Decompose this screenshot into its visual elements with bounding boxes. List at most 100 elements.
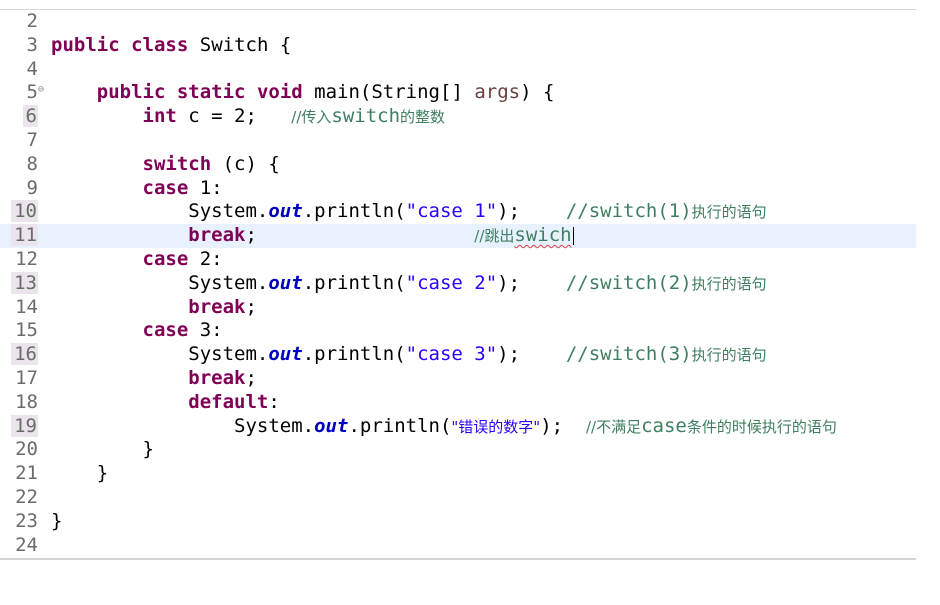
parameter: args <box>474 81 521 104</box>
code-text[interactable]: System.out.println("错误的数字"); //不满足case条件… <box>51 415 837 440</box>
code-lines[interactable]: 2 3 public class Switch { 4 5 ⊖ public s… <box>0 10 916 557</box>
code-text[interactable]: break; <box>51 367 257 391</box>
code-line-18[interactable]: 18 default: <box>0 391 916 415</box>
keyword: case <box>142 176 189 199</box>
code-line-3[interactable]: 3 public class Switch { <box>0 34 916 58</box>
text-caret <box>572 226 574 245</box>
code-punct: 3: <box>199 319 223 342</box>
comment: //switch(3) <box>565 343 692 366</box>
keyword: break <box>188 366 246 389</box>
keyword: public <box>51 33 120 56</box>
keyword: break <box>188 295 246 318</box>
fold-collapse-icon[interactable]: ⊖ <box>38 84 45 96</box>
code-text[interactable]: case 3: <box>51 319 223 343</box>
code-text[interactable]: System.out.println("case 3"); //switch(3… <box>51 343 766 368</box>
code-line-10[interactable]: 10 System.out.println("case 1"); //switc… <box>0 200 916 224</box>
comment: switch <box>331 105 401 128</box>
code-line-24[interactable]: 24 <box>0 534 916 558</box>
line-number: 4 <box>26 57 38 80</box>
brace: } <box>51 509 63 532</box>
code-line-15[interactable]: 15 case 3: <box>0 319 916 343</box>
code-line-8[interactable]: 8 switch (c) { <box>0 153 916 177</box>
method-call: .println( <box>302 200 406 223</box>
code-line-22[interactable]: 22 <box>0 486 916 510</box>
editor-top-border <box>0 9 916 10</box>
line-number-marked: 10 <box>11 200 38 223</box>
code-line-19[interactable]: 19 System.out.println("错误的数字"); //不满足cas… <box>0 414 916 440</box>
code-text[interactable]: System.out.println("case 2"); //switch(2… <box>51 271 766 297</box>
code-text[interactable]: } <box>51 462 108 486</box>
code-line-7[interactable]: 7 <box>0 129 916 153</box>
line-number: 2 <box>26 10 38 32</box>
code-line-16[interactable]: 16 System.out.println("case 3"); //switc… <box>0 343 916 367</box>
comment: //switch(1) <box>565 200 692 223</box>
code-editor[interactable]: 2 3 public class Switch { 4 5 ⊖ public s… <box>0 0 940 565</box>
code-punct: ); <box>497 271 521 294</box>
line-number: 11 <box>0 224 38 248</box>
code-line-4[interactable]: 4 <box>0 58 916 82</box>
code-line-9[interactable]: 9 case 1: <box>0 177 916 201</box>
code-line-20[interactable]: 20 } <box>0 438 916 462</box>
code-text[interactable]: public class Switch { <box>51 34 291 58</box>
line-number: 24 <box>15 533 38 556</box>
code-punct: ; <box>245 224 257 247</box>
declaration: c = 2; <box>188 105 257 128</box>
comment: //不满足 <box>585 417 642 436</box>
code-text[interactable]: case 1: <box>51 177 223 201</box>
code-punct: ); <box>540 414 564 437</box>
string-literal: "case 3" <box>405 343 498 366</box>
brace: { <box>279 33 292 56</box>
static-field: out <box>268 200 303 223</box>
line-number: 3 <box>26 33 38 56</box>
line-number: 8 <box>26 152 38 175</box>
comment: 执行的语句 <box>691 203 767 222</box>
brace: } <box>96 462 109 485</box>
line-number: 10 <box>0 200 38 224</box>
code-text[interactable]: public static void main(String[] args) { <box>51 81 555 105</box>
code-line-2[interactable]: 2 <box>0 10 916 34</box>
code-text[interactable]: break; <box>51 296 257 320</box>
code-line-14[interactable]: 14 break; <box>0 296 916 320</box>
code-text[interactable]: default: <box>51 391 280 415</box>
line-number-marked: 11 <box>11 224 38 247</box>
code-line-12[interactable]: 12 case 2: <box>0 248 916 272</box>
code-punct: ; <box>245 366 257 389</box>
code-line-11-current[interactable]: 11 break; //跳出swich <box>0 224 916 248</box>
line-number: 5 <box>26 81 38 104</box>
static-field: out <box>268 343 303 366</box>
string-literal: "错误的数字" <box>451 417 541 436</box>
code-punct: ) { <box>520 81 555 104</box>
code-text[interactable]: int c = 2; //传入switch的整数 <box>51 105 446 130</box>
code-line-23[interactable]: 23 } <box>0 510 916 534</box>
line-number: 9 <box>26 176 38 199</box>
code-line-21[interactable]: 21 } <box>0 462 916 486</box>
brace: } <box>142 438 154 461</box>
line-number-marked: 6 <box>22 105 38 128</box>
code-punct: : <box>268 390 280 413</box>
line-number: 12 <box>15 247 38 270</box>
code-text[interactable]: break; //跳出swich <box>51 224 574 249</box>
code-line-6[interactable]: 6 int c = 2; //传入switch的整数 <box>0 105 916 129</box>
code-text[interactable]: case 2: <box>51 248 223 272</box>
code-punct: ); <box>497 200 521 223</box>
line-number: 7 <box>26 128 38 151</box>
code-text[interactable]: } <box>51 510 62 534</box>
line-number: 22 <box>15 485 38 508</box>
line-number-marked: 19 <box>11 414 38 437</box>
code-text[interactable]: switch (c) { <box>51 153 280 177</box>
class-ref: System. <box>188 200 269 223</box>
comment: //switch(2) <box>565 271 692 294</box>
editor-bottom-border <box>0 558 916 560</box>
comment: 条件的时候执行的语句 <box>686 417 837 436</box>
code-line-5[interactable]: 5 ⊖ public static void main(String[] arg… <box>0 81 916 105</box>
code-line-17[interactable]: 17 break; <box>0 367 916 391</box>
code-punct: 2: <box>199 247 223 270</box>
class-ref: System. <box>188 271 269 294</box>
code-text[interactable]: System.out.println("case 1"); //switch(1… <box>51 200 767 225</box>
class-ref: System. <box>234 414 315 437</box>
keyword: break <box>188 224 246 247</box>
string-literal: "case 2" <box>405 271 498 294</box>
code-text[interactable]: } <box>51 438 154 462</box>
code-line-13[interactable]: 13 System.out.println("case 2"); //switc… <box>0 271 916 297</box>
comment: case <box>641 414 687 437</box>
